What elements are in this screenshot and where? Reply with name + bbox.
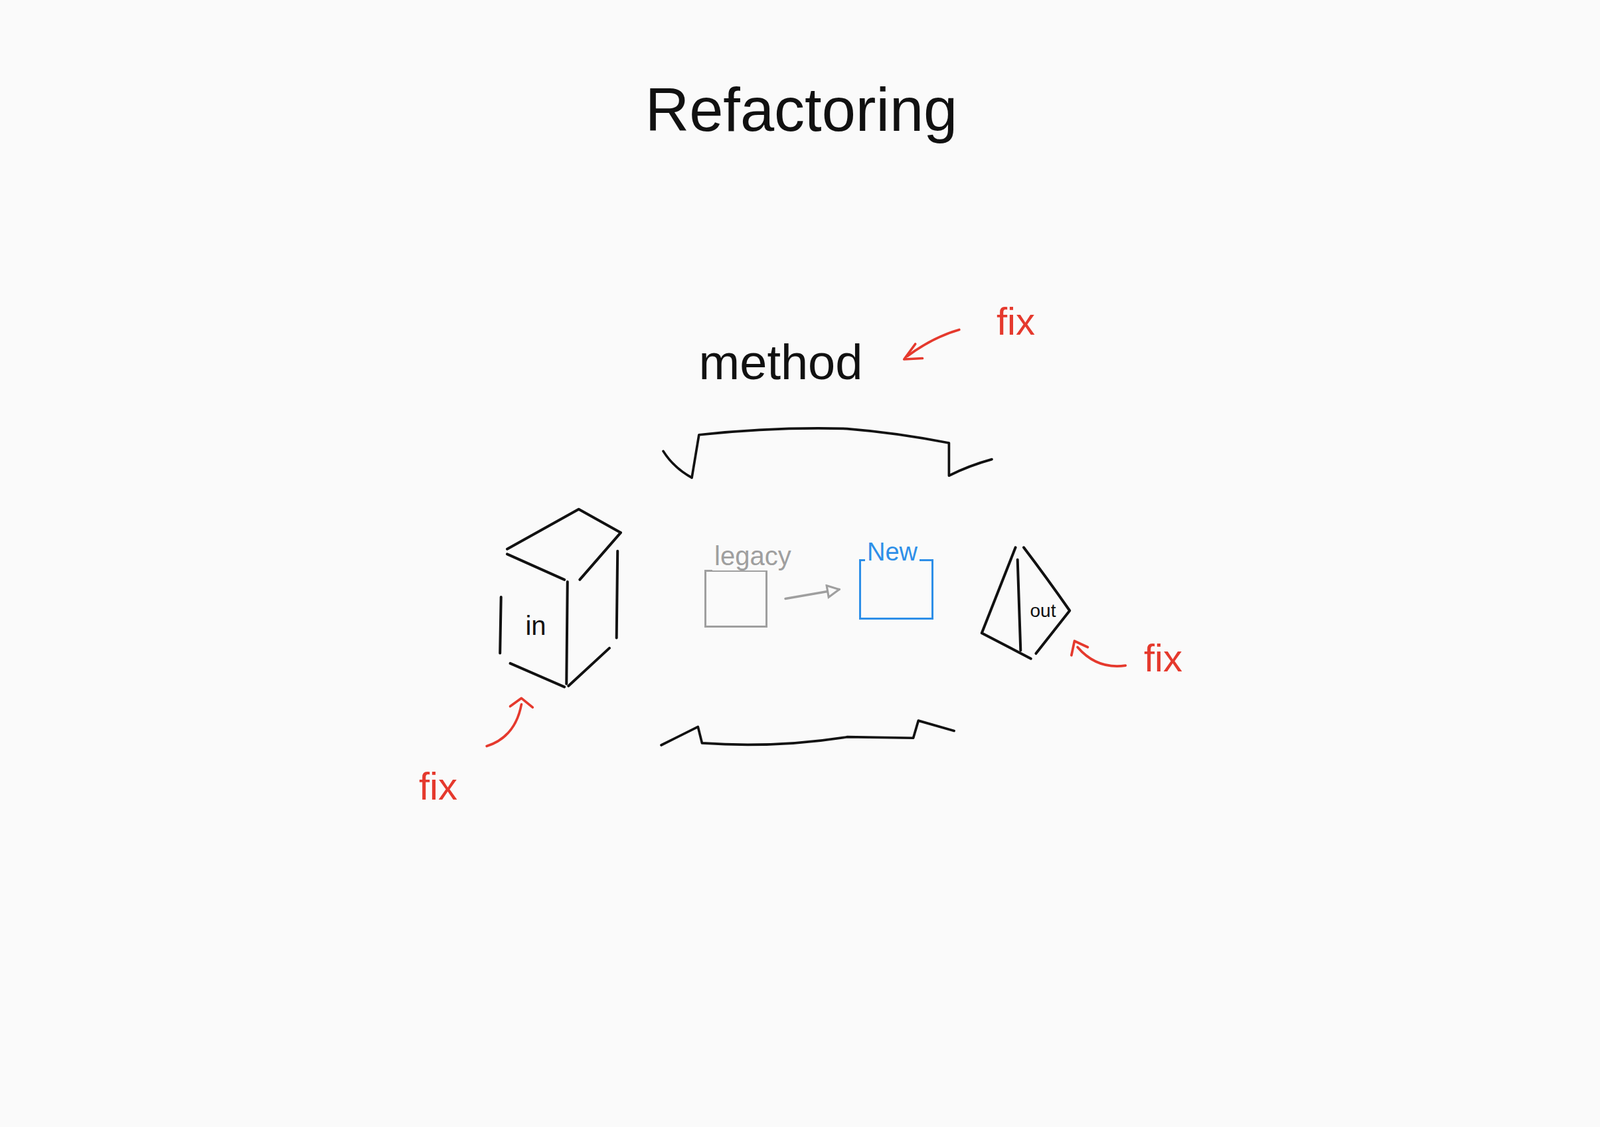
- outline-stroke: [1023, 547, 1070, 654]
- box-heading: legacy: [712, 541, 794, 571]
- outline-stroke: [510, 663, 565, 687]
- diagram-title: Refactoring: [645, 76, 958, 144]
- legacy-box: legacy: [704, 569, 768, 628]
- fix-note: fix: [993, 300, 1038, 343]
- fix-arrowhead: [1071, 640, 1089, 656]
- bottom-bracket: [661, 720, 955, 745]
- outline-stroke: [568, 647, 610, 686]
- new-box: New: [859, 559, 934, 620]
- outline-stroke: [579, 532, 621, 580]
- fix-note: fix: [416, 764, 461, 808]
- outline-stroke: [499, 596, 502, 654]
- fix-leader: [1077, 646, 1126, 666]
- outline-stroke: [507, 553, 565, 579]
- shape-outline: [495, 503, 625, 692]
- shape-outline: [974, 539, 1077, 667]
- outline-stroke: [566, 581, 568, 684]
- fix-note: fix: [1141, 636, 1186, 680]
- fix-arrowhead: [510, 697, 534, 708]
- fix-leader: [486, 704, 522, 747]
- sketch-group: [486, 329, 1126, 746]
- method-label: method: [696, 335, 866, 390]
- outline-stroke: [981, 547, 1032, 658]
- box-heading: New: [865, 538, 920, 567]
- input-cube: in: [495, 503, 625, 692]
- outline-stroke: [1017, 559, 1022, 651]
- flow-arrow: [785, 589, 840, 599]
- output-pyramid: out: [974, 539, 1077, 667]
- fix-arrowhead: [904, 343, 923, 360]
- shape-label: in: [525, 610, 546, 640]
- shape-label: out: [1030, 600, 1057, 622]
- outline-stroke: [616, 551, 619, 639]
- outline-stroke: [507, 509, 621, 550]
- top-bracket: [663, 428, 992, 478]
